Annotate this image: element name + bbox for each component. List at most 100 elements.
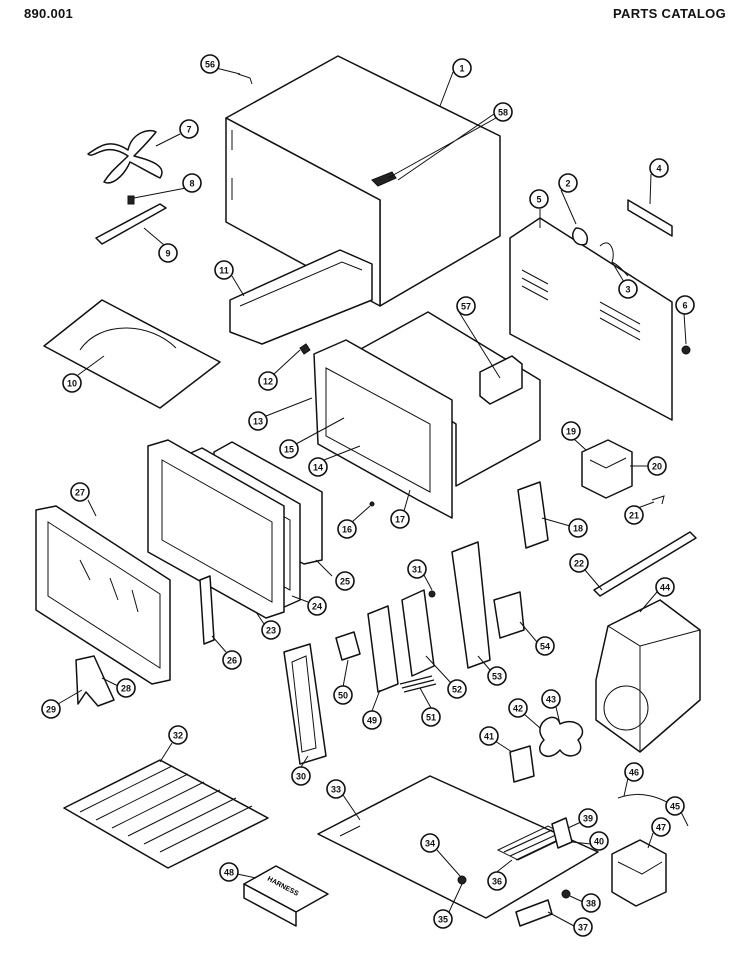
callout-group: 1234567891011121314151617181920212223242… xyxy=(41,54,695,937)
callout-label: 6 xyxy=(682,301,687,311)
callout-label: 30 xyxy=(296,772,306,782)
callout-6: 6 xyxy=(675,295,695,315)
callout-label: 19 xyxy=(566,427,576,437)
callout-label: 18 xyxy=(573,524,583,534)
callout-label: 39 xyxy=(583,814,593,824)
callout-16: 16 xyxy=(337,519,357,539)
callout-23: 23 xyxy=(261,620,281,640)
cover-plate xyxy=(43,299,221,409)
callout-label: 27 xyxy=(75,488,85,498)
callout-51: 51 xyxy=(421,707,441,727)
callout-label: 45 xyxy=(670,802,680,812)
callout-label: 15 xyxy=(284,445,294,455)
callout-label: 53 xyxy=(492,672,502,682)
door-latch xyxy=(199,575,215,645)
callout-label: 42 xyxy=(513,704,523,714)
callout-label: 28 xyxy=(121,684,131,694)
callout-label: 26 xyxy=(227,656,237,666)
callout-1: 1 xyxy=(452,58,472,78)
callout-48: 48 xyxy=(219,862,239,882)
callout-label: 1 xyxy=(459,64,464,74)
wiring-harness: HARNESS xyxy=(243,865,329,927)
callout-label: 58 xyxy=(498,108,508,118)
callout-30: 30 xyxy=(291,766,311,786)
callout-58: 58 xyxy=(493,102,513,122)
base-plate xyxy=(317,775,599,919)
callout-25: 25 xyxy=(335,571,355,591)
callout-47: 47 xyxy=(651,817,671,837)
clip-part xyxy=(237,73,253,85)
callout-56: 56 xyxy=(200,54,220,74)
callout-3: 3 xyxy=(618,279,638,299)
callout-15: 15 xyxy=(279,439,299,459)
oven-rack xyxy=(63,759,269,869)
callout-label: 52 xyxy=(452,685,462,695)
callout-label: 43 xyxy=(546,695,556,705)
callout-label: 9 xyxy=(165,249,170,259)
hinge-pin xyxy=(299,343,311,355)
callout-40: 40 xyxy=(589,831,609,851)
stirrer-fan xyxy=(87,129,163,184)
callout-label: 17 xyxy=(395,515,405,525)
callout-57: 57 xyxy=(456,296,476,316)
callout-label: 40 xyxy=(594,837,604,847)
callout-38: 38 xyxy=(581,893,601,913)
callout-label: 21 xyxy=(629,511,639,521)
callout-44: 44 xyxy=(655,577,675,597)
control-panel xyxy=(401,589,435,677)
transformer xyxy=(611,839,667,907)
callout-8: 8 xyxy=(182,173,202,193)
callout-26: 26 xyxy=(222,650,242,670)
callout-50: 50 xyxy=(333,685,353,705)
door-assembly xyxy=(147,439,285,619)
callout-label: 23 xyxy=(266,626,276,636)
callout-label: 13 xyxy=(253,417,263,427)
control-board xyxy=(517,481,549,549)
fan-motor xyxy=(509,745,535,783)
bumper-part xyxy=(681,345,691,355)
callout-label: 33 xyxy=(331,785,341,795)
callout-5: 5 xyxy=(529,189,549,209)
callout-label: 8 xyxy=(189,179,194,189)
callout-9: 9 xyxy=(158,243,178,263)
callout-label: 41 xyxy=(484,732,494,742)
magnetron xyxy=(581,439,633,499)
callout-7: 7 xyxy=(179,119,199,139)
switch-bracket xyxy=(451,541,491,669)
callout-label: 12 xyxy=(263,377,273,387)
callout-label: 24 xyxy=(312,602,322,612)
callout-label: 56 xyxy=(205,60,215,70)
callout-label: 44 xyxy=(660,583,670,593)
callout-45: 45 xyxy=(665,796,685,816)
base-screw xyxy=(457,875,467,885)
callout-label: 46 xyxy=(629,768,639,778)
callout-label: 51 xyxy=(426,713,436,723)
callout-18: 18 xyxy=(568,518,588,538)
callout-17: 17 xyxy=(390,509,410,529)
callout-27: 27 xyxy=(70,482,90,502)
callout-label: 16 xyxy=(342,525,352,535)
lamp-bracket xyxy=(627,199,673,237)
callout-29: 29 xyxy=(41,699,61,719)
model-number: 890.001 xyxy=(24,6,74,21)
ribbon-cable xyxy=(399,675,437,693)
oven-cavity xyxy=(313,311,541,519)
outer-door xyxy=(35,505,171,685)
screw-part xyxy=(127,195,135,205)
callout-42: 42 xyxy=(508,698,528,718)
callout-35: 35 xyxy=(433,909,453,929)
catalog-title: PARTS CATALOG xyxy=(613,6,726,21)
callout-label: 2 xyxy=(565,179,570,189)
door-hinge xyxy=(75,655,115,707)
callout-12: 12 xyxy=(258,371,278,391)
callout-label: 31 xyxy=(412,565,422,575)
fuse-holder xyxy=(515,899,553,927)
callout-label: 10 xyxy=(67,379,77,389)
callout-24: 24 xyxy=(307,596,327,616)
callout-label: 38 xyxy=(586,899,596,909)
callout-label: 11 xyxy=(219,266,229,276)
callout-label: 25 xyxy=(340,577,350,587)
callout-label: 35 xyxy=(438,915,448,925)
callout-label: 29 xyxy=(46,705,56,715)
